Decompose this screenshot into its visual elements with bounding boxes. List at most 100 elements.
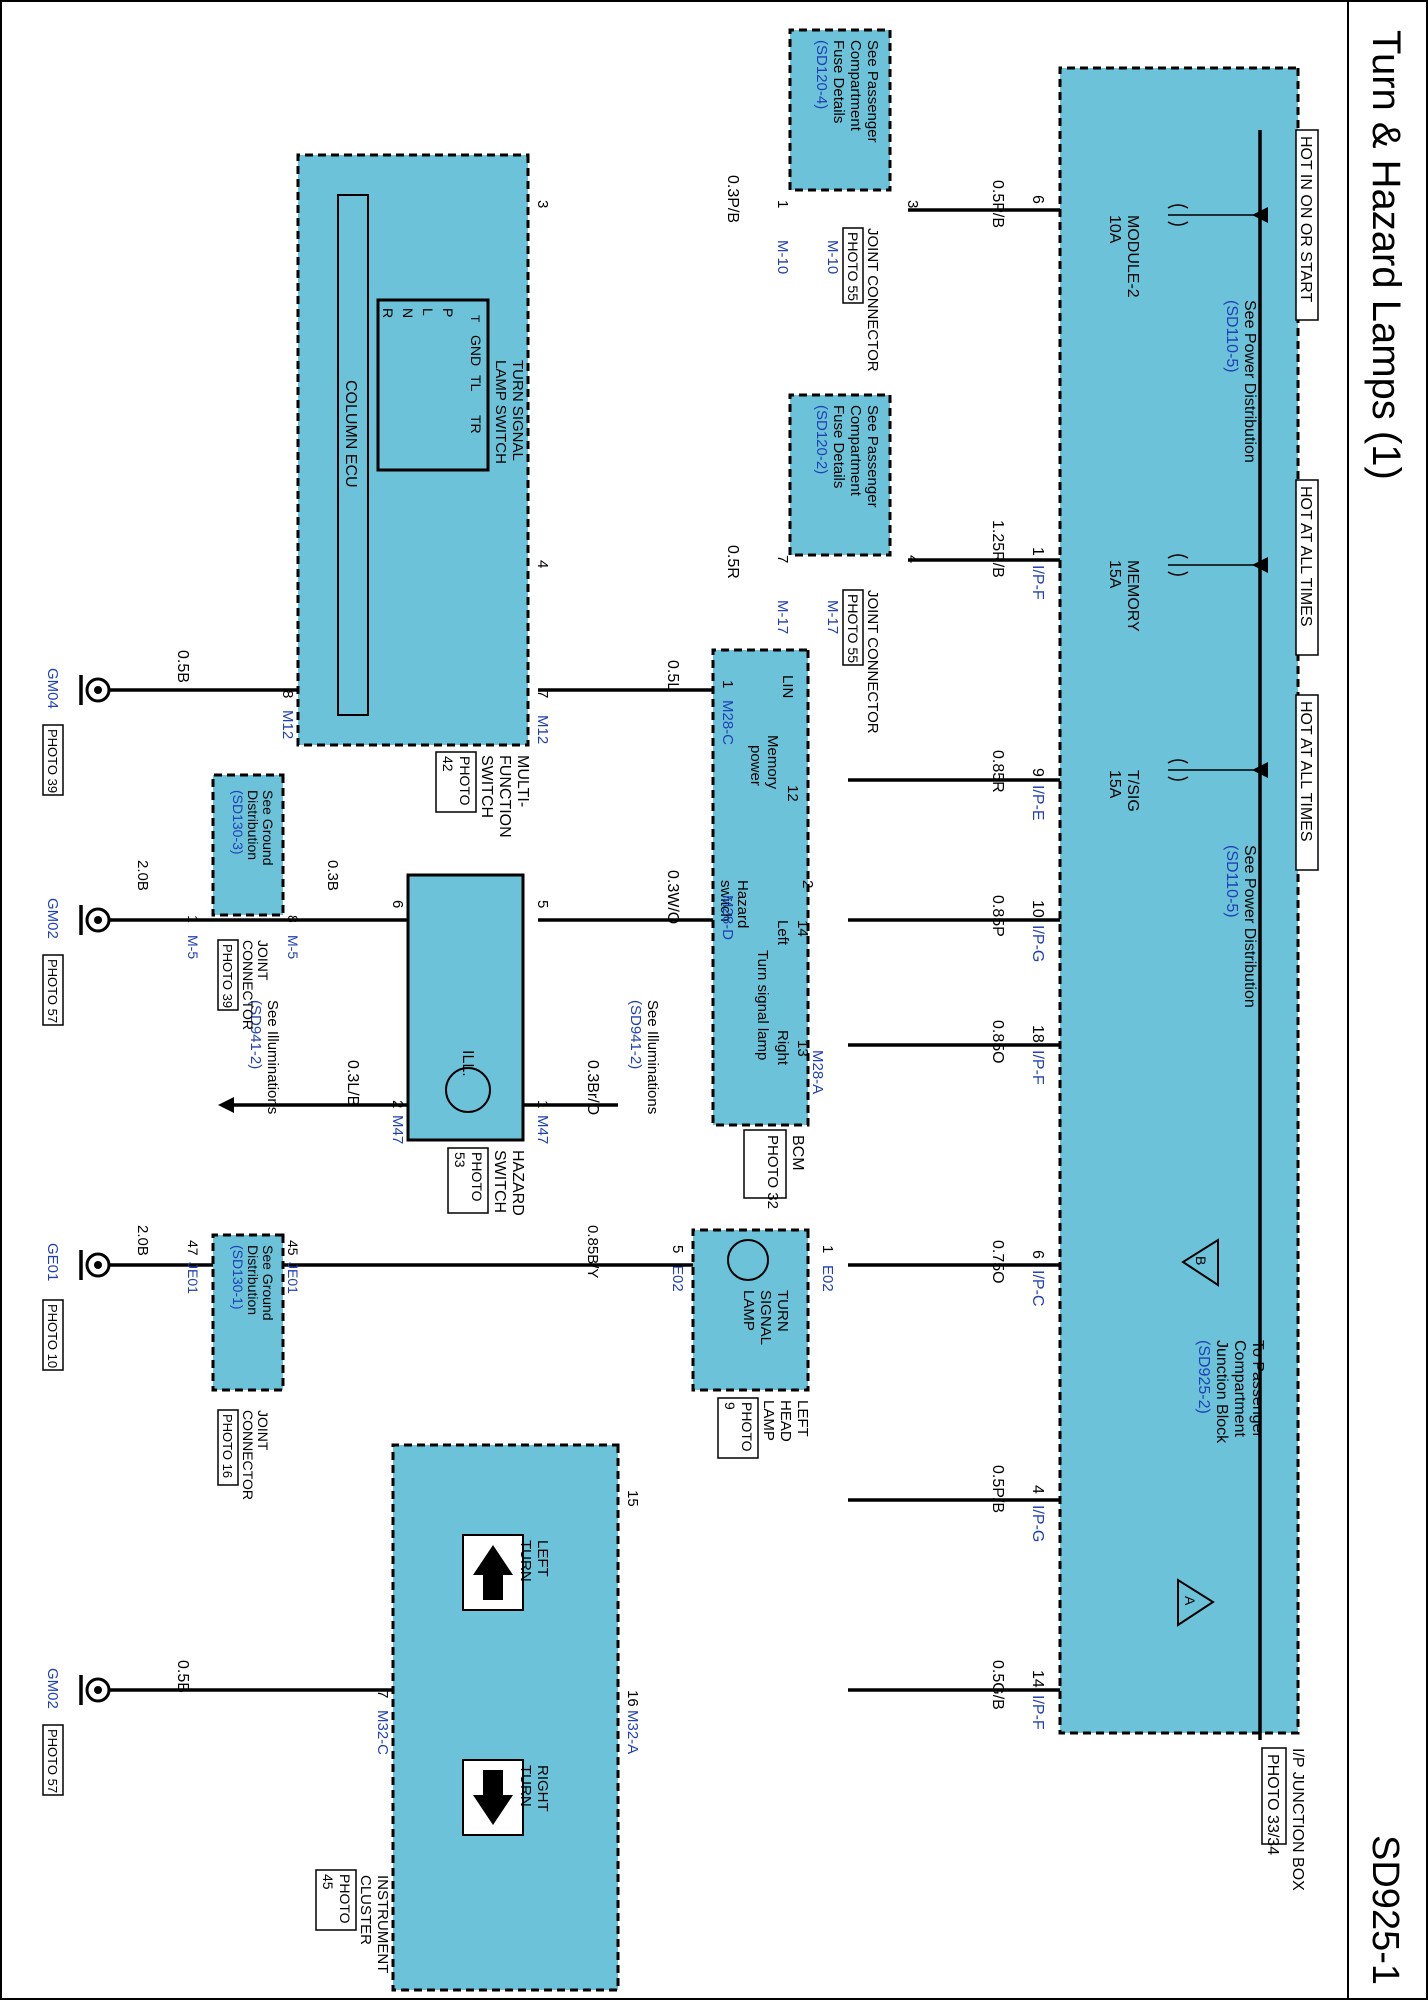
svg-text:P: P [440, 308, 456, 317]
svg-text:9: 9 [1029, 768, 1046, 777]
svg-text:LEFT: LEFT [794, 1400, 811, 1437]
svg-text:1: 1 [774, 200, 791, 208]
svg-text:0.3B: 0.3B [324, 860, 341, 891]
svg-text:0.5P/B: 0.5P/B [989, 180, 1006, 228]
svg-text:TL: TL [468, 375, 484, 392]
svg-text:See Power Distribution: See Power Distribution [1241, 845, 1258, 1008]
svg-text:1: 1 [1029, 547, 1046, 556]
svg-text:I/P-G: I/P-G [1029, 1505, 1046, 1542]
svg-text:See Ground: See Ground [260, 1245, 276, 1321]
svg-text:I/P-F: I/P-F [1029, 1695, 1046, 1730]
svg-text:PHOTO 16: PHOTO 16 [220, 1414, 235, 1478]
instrument-cluster-box [391, 1443, 620, 1992]
svg-text:15: 15 [624, 1490, 641, 1507]
hazard-switch-labels: HAZARD SWITCH PHOTO 53 ILL. 5 6 1 M47 2 … [247, 900, 661, 1216]
svg-text:(SD110-5): (SD110-5) [1223, 300, 1240, 373]
svg-text:(SD110-5): (SD110-5) [1223, 845, 1240, 918]
svg-text:0.5R: 0.5R [724, 545, 741, 579]
svg-text:18: 18 [1029, 1025, 1046, 1043]
fuse-detail-ref-2: See Passenger Compartment Fuse Details (… [788, 393, 892, 557]
svg-text:PHOTO: PHOTO [739, 1402, 755, 1452]
svg-text:M-17: M-17 [774, 600, 791, 634]
instrument-cluster-labels: INSTRUMENT CLUSTER PHOTO 45 LEFT TURN RI… [174, 1490, 641, 1973]
multifunction-switch-labels: MULTI- FUNCTION SWITCH PHOTO 42 3 4 7 M1… [174, 200, 551, 838]
svg-text:(SD941-2): (SD941-2) [627, 1000, 644, 1069]
svg-text:45: 45 [320, 1874, 336, 1890]
svg-text:BCM: BCM [789, 1135, 806, 1171]
svg-text:1.25R/B: 1.25R/B [989, 520, 1006, 578]
svg-text:16: 16 [624, 1690, 641, 1707]
svg-text:(SD130-1): (SD130-1) [230, 1245, 246, 1310]
svg-text:switch: switch [717, 880, 734, 922]
svg-text:TURN: TURN [517, 1765, 534, 1807]
svg-text:5: 5 [669, 1245, 686, 1253]
svg-text:GE01: GE01 [44, 1243, 61, 1281]
ip-output-wires [848, 208, 1060, 1692]
svg-text:PHOTO 57: PHOTO 57 [45, 959, 60, 1023]
svg-text:See Passenger: See Passenger [864, 40, 881, 143]
svg-text:0.3Br/O: 0.3Br/O [584, 1060, 601, 1115]
svg-text:M47: M47 [389, 1115, 406, 1144]
svg-text:15A: 15A [1106, 770, 1123, 799]
svg-text:0.3W/O: 0.3W/O [664, 870, 681, 924]
page-code: SD925-1 [1364, 1835, 1406, 1985]
svg-text:SIGNAL: SIGNAL [757, 1290, 774, 1345]
svg-text:GND: GND [468, 335, 484, 366]
svg-text:1: 1 [185, 915, 201, 923]
svg-text:(SD120-2): (SD120-2) [813, 405, 830, 474]
svg-text:E02: E02 [669, 1265, 686, 1292]
svg-text:JOINT CONNECTOR: JOINT CONNECTOR [864, 590, 881, 734]
svg-text:10: 10 [1029, 900, 1046, 918]
svg-text:14: 14 [794, 920, 811, 937]
svg-text:M12: M12 [279, 710, 296, 739]
svg-text:0.5B: 0.5B [174, 650, 191, 683]
svg-text:HAZARD: HAZARD [509, 1150, 526, 1216]
svg-text:5: 5 [534, 900, 551, 908]
turn-signal-switch-table: TURN SIGNAL LAMP SWITCH GND TL TR P L N … [376, 298, 526, 472]
svg-text:See Ground: See Ground [260, 790, 276, 866]
svg-text:HOT AT ALL TIMES: HOT AT ALL TIMES [1297, 701, 1314, 842]
svg-text:3: 3 [904, 200, 921, 208]
svg-text:0.5B: 0.5B [174, 1660, 191, 1693]
svg-text:1: 1 [819, 1245, 836, 1253]
svg-text:6: 6 [389, 900, 406, 908]
svg-text:PHOTO 39: PHOTO 39 [45, 729, 60, 793]
svg-text:T/SIG: T/SIG [1124, 770, 1141, 812]
svg-text:(SD925-2): (SD925-2) [1195, 1340, 1212, 1414]
svg-text:45: 45 [285, 1240, 301, 1256]
svg-text:4: 4 [904, 555, 921, 563]
svg-text:PHOTO 57: PHOTO 57 [45, 1729, 60, 1793]
svg-text:0.5G/B: 0.5G/B [989, 1660, 1006, 1710]
svg-text:PHOTO: PHOTO [337, 1874, 353, 1924]
svg-text:CONNECTOR: CONNECTOR [240, 1410, 256, 1500]
svg-text:GM02: GM02 [44, 1668, 61, 1709]
circuit-tsig: HOT AT ALL TIMES T/SIG 15A See Power Dis… [1106, 694, 1319, 1008]
svg-text:PHOTO 32: PHOTO 32 [764, 1135, 781, 1209]
svg-text:Distribution: Distribution [245, 790, 261, 860]
svg-text:I/P-F: I/P-F [1029, 1050, 1046, 1085]
svg-text:HOT IN ON OR START: HOT IN ON OR START [1297, 136, 1314, 302]
svg-text:LAMP SWITCH: LAMP SWITCH [492, 360, 509, 464]
svg-text:GM04: GM04 [44, 668, 61, 709]
svg-text:10A: 10A [1106, 215, 1123, 244]
svg-text:M-10: M-10 [824, 240, 841, 274]
svg-text:M-17: M-17 [824, 600, 841, 634]
svg-text:PHOTO 55: PHOTO 55 [845, 232, 861, 301]
to-passenger-block-ref: B A To Passenger Compartment Junction Bl… [1177, 1238, 1266, 1627]
svg-text:(SD130-3): (SD130-3) [230, 790, 246, 855]
svg-text:PHOTO: PHOTO [457, 756, 473, 806]
svg-text:HEAD: HEAD [777, 1400, 794, 1442]
svg-text:42: 42 [440, 756, 456, 772]
svg-text:13: 13 [794, 1040, 811, 1057]
svg-text:47: 47 [185, 1240, 201, 1256]
svg-text:Compartment: Compartment [1231, 1340, 1248, 1437]
svg-text:0.85B/Y: 0.85B/Y [584, 1225, 601, 1278]
ground-joint-connector-m5: See Ground Distribution (SD130-3) JOINT … [134, 773, 341, 1030]
svg-text:M28-D: M28-D [719, 895, 736, 940]
svg-text:M-5: M-5 [285, 935, 301, 959]
ground-joint-connector-je01: See Ground Distribution (SD130-1) JOINT … [134, 1225, 601, 1500]
hazard-switch-box [406, 873, 525, 1142]
svg-text:Hazard: Hazard [734, 880, 751, 928]
